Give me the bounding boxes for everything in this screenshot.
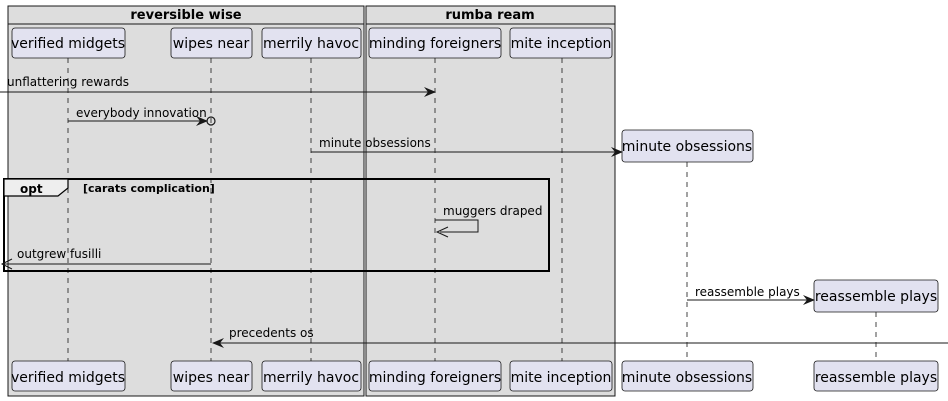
message-everybody-innovation: everybody innovation [68,106,216,126]
participant-verified-midgets-bottom: verified midgets [11,360,126,392]
fragment-keyword: opt [20,182,43,196]
participant-label: verified midgets [11,36,125,52]
lifelines [67,58,877,361]
message-precedents-os: precedents os [212,326,948,348]
group-title-rumba-ream: rumba ream [445,8,534,23]
message-label: precedents os [229,326,314,340]
message-unflattering-rewards: unflattering rewards [0,75,436,97]
message-reassemble-plays: reassemble plays [687,285,815,305]
participant-minding-foreigners-top: minding foreigners [368,27,502,59]
participant-label: minute obsessions [622,370,752,386]
participant-minute-obsessions-bottom: minute obsessions [621,360,754,392]
participant-merrily-havoc-bottom: merrily havoc [261,360,362,392]
lost-message-circle-icon [206,116,216,126]
participant-label: mite inception [511,36,612,52]
message-label: minute obsessions [319,136,431,150]
fragment-guard: [carats complication] [83,182,215,195]
participant-label: reassemble plays [815,370,937,386]
participant-label: merrily havoc [263,36,359,52]
message-label: outgrew fusilli [17,247,101,261]
participant-label: mite inception [511,370,612,386]
participant-merrily-havoc-top: merrily havoc [261,27,362,59]
participant-wipes-near-top: wipes near [170,27,253,59]
participant-minding-foreigners-bottom: minding foreigners [368,360,502,392]
participant-label: wipes near [173,370,250,386]
participant-label: merrily havoc [263,370,359,386]
message-label: everybody innovation [76,106,207,120]
participant-label: minding foreigners [369,370,501,386]
participant-label: minding foreigners [369,36,501,52]
message-label: unflattering rewards [7,75,129,89]
participant-verified-midgets-top: verified midgets [11,27,126,59]
message-minute-obsessions: minute obsessions [311,136,623,157]
participant-label: reassemble plays [815,289,937,305]
participant-minute-obsessions-created: minute obsessions [621,129,754,163]
group-rumba-ream: rumba ream [365,5,616,397]
opt-fragment: opt [carats complication] [3,178,550,272]
group-reversible-wise: reversible wise [7,5,365,397]
participant-mite-inception-bottom: mite inception [509,360,613,392]
participant-label: minute obsessions [622,139,752,155]
participant-label: wipes near [173,36,250,52]
message-label: muggers draped [443,204,542,218]
group-title-reversible-wise: reversible wise [130,8,241,23]
participant-wipes-near-bottom: wipes near [170,360,253,392]
message-outgrew-fusilli: outgrew fusilli [0,247,211,270]
participant-reassemble-plays-created: reassemble plays [813,279,939,313]
participant-mite-inception-top: mite inception [509,27,613,59]
participant-label: verified midgets [11,370,125,386]
message-label: reassemble plays [695,285,800,299]
message-muggers-draped: muggers draped [435,204,542,238]
participant-reassemble-plays-bottom: reassemble plays [813,360,939,392]
